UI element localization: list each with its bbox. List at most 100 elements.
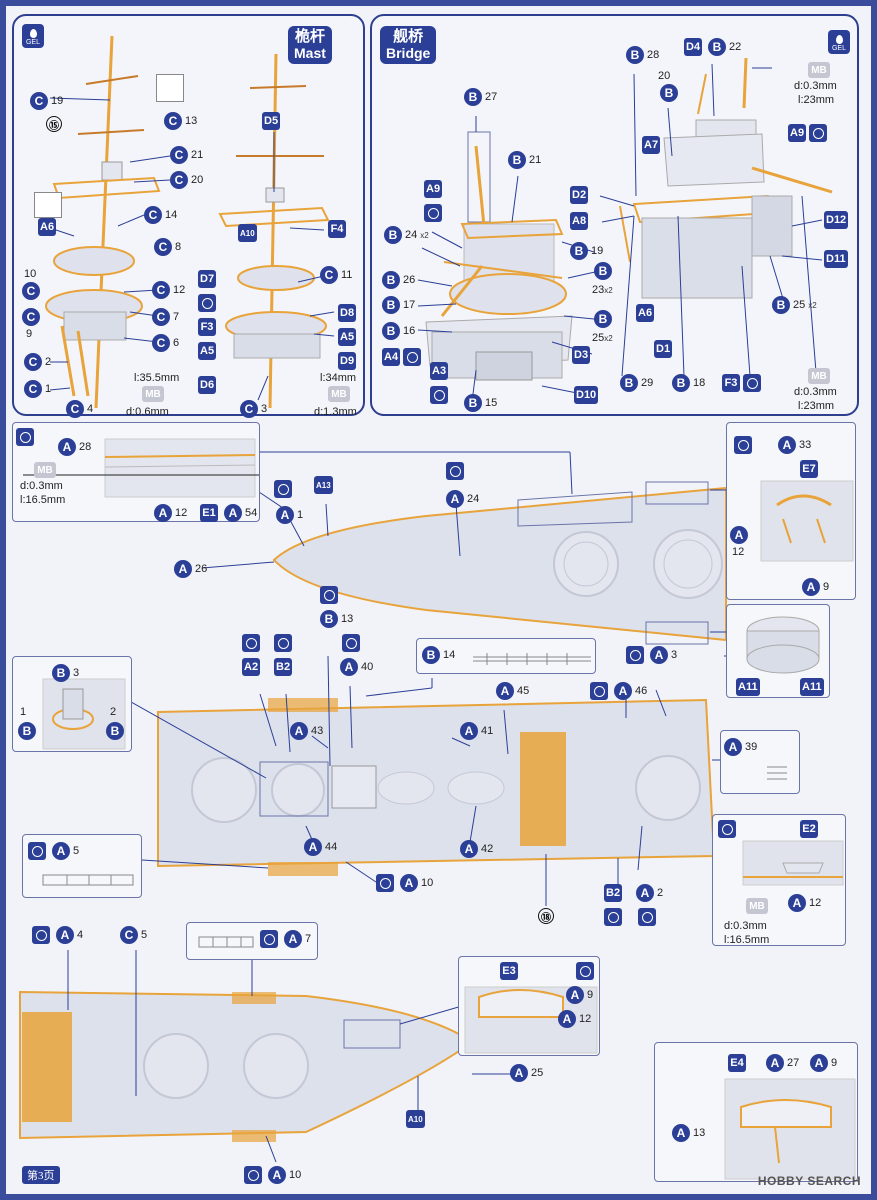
glue-icon (242, 634, 260, 652)
callout-a10-stern-sq: A10 (406, 1110, 425, 1128)
mast-length-1: l:35.5mm (134, 372, 180, 384)
callout-d6: D6 (198, 376, 217, 394)
mast-mb-2: MB (328, 386, 350, 402)
callout-glue-bow (16, 428, 34, 446)
callout-a6-label: A6 (38, 218, 57, 236)
mast-diameter-1: d:0.6mm (126, 406, 169, 418)
callout-glue-b2-bottom (604, 908, 622, 926)
glue-icon (342, 634, 360, 652)
callout-c9-num: 9 (26, 328, 33, 340)
glue-icon (16, 428, 34, 446)
glue-icon (590, 682, 608, 700)
callout-c10-b: C (22, 282, 40, 300)
glue-icon (28, 842, 46, 860)
callout-glue-e3 (576, 962, 594, 980)
callout-glue-a5 (28, 842, 46, 860)
callout-d5: D5 (262, 112, 281, 130)
glue-icon (274, 480, 292, 498)
mid-note-l: l:16.5mm (724, 934, 770, 946)
callout-d9: D9 (338, 352, 357, 370)
bow-detail-drawing-right (760, 480, 854, 562)
glue-icon (32, 926, 50, 944)
glue-icon (446, 462, 464, 480)
callout-glue-a1 (274, 480, 292, 498)
callout-d8: D8 (338, 304, 357, 322)
glue-icon (604, 908, 622, 926)
callout-f3-bridge: F3 (722, 374, 761, 392)
callout-glue-a4-stern (32, 926, 50, 944)
mast-mb-1: MB (142, 386, 164, 402)
bridge-note-c: d:0.3mm (794, 386, 837, 398)
callout-d7: D7 (198, 270, 217, 288)
glue-icon (198, 294, 216, 312)
part-a5-drawing (42, 874, 134, 886)
part-a39-drawing (767, 766, 787, 780)
callout-a11-right: A11 (800, 678, 824, 696)
callout-glue-b13 (320, 586, 338, 604)
callout-glue-a2-bottom (638, 908, 656, 926)
callout-glue-a2 (242, 634, 260, 652)
stern-hull-illustration (19, 950, 726, 1163)
callout-glue-b2 (274, 634, 292, 652)
glue-icon (638, 908, 656, 926)
callout-glue-e2 (718, 820, 736, 838)
callout-e1: E1 (200, 504, 218, 522)
callout-d10: D10 (574, 386, 599, 404)
callout-glue-left (424, 204, 442, 222)
callout-e7: E7 (800, 460, 818, 478)
gel-glue-icon: GEL (828, 30, 850, 54)
glue-icon (430, 386, 448, 404)
callout-b2-b: B (106, 722, 124, 740)
bow-detail-inset-left (12, 422, 260, 522)
callout-glue-a10-mid (376, 874, 394, 892)
callout-a5-left: A5 (198, 342, 217, 360)
callout-a3: A3 (430, 362, 449, 380)
bridge-mb-1: MB (808, 62, 830, 78)
bridge-note-a: d:0.3mm (794, 80, 837, 92)
callout-a12-right-num: 12 (732, 546, 745, 558)
callout-a2: A2 (242, 658, 261, 676)
callout-d2: D2 (570, 186, 589, 204)
callout-b1-b: B (18, 722, 36, 740)
callout-glue-a40 (342, 634, 360, 652)
callout-glue-a3 (430, 386, 448, 404)
callout-a12-right: A (730, 526, 748, 544)
callout-b20: 20 (658, 70, 671, 82)
callout-b25-left: B (594, 310, 612, 328)
callout-a13: A13 (314, 476, 333, 494)
glue-icon (260, 930, 278, 948)
callout-b25-left-num: 25x2 (592, 332, 613, 344)
bridge-illustration (417, 57, 833, 403)
bow-note-l: l:16.5mm (20, 494, 66, 506)
